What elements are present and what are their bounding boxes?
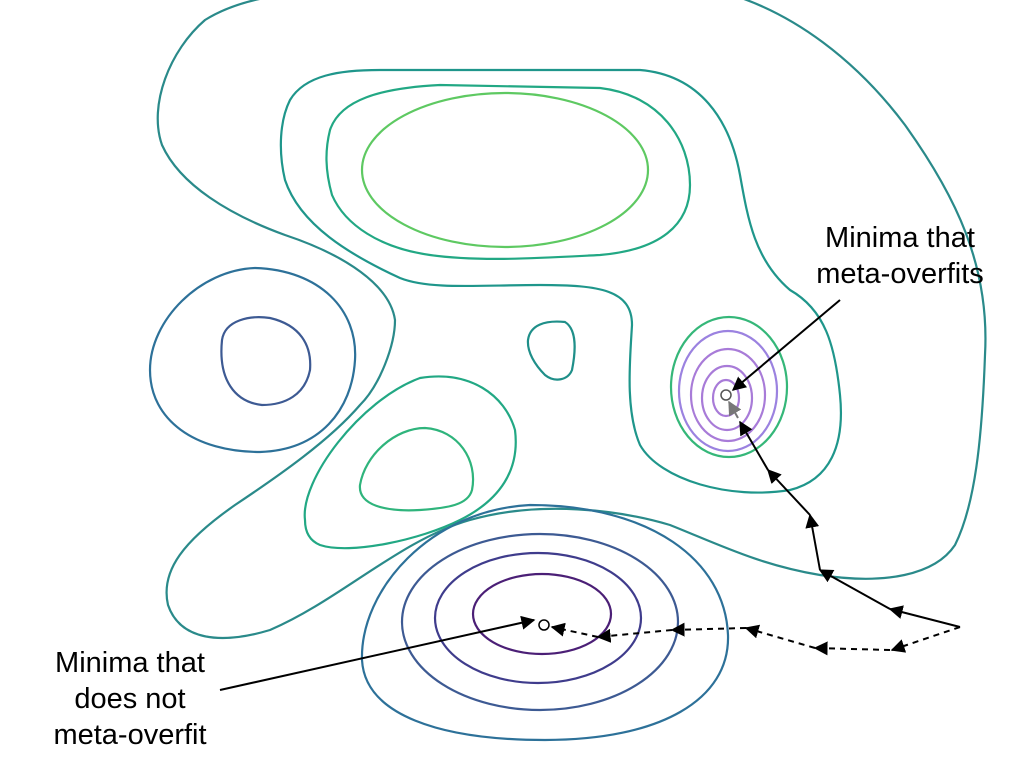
upper-contour-3 bbox=[360, 91, 650, 249]
good-label-line-1: Minima that bbox=[55, 647, 205, 679]
overfit-label-line-2: meta-overfits bbox=[816, 258, 984, 290]
overfit-minimum-label: Minima that meta-overfits bbox=[780, 220, 1010, 292]
outer-contour bbox=[156, 0, 987, 640]
dashed-step-5 bbox=[596, 628, 673, 643]
dashed-step-4 bbox=[670, 622, 747, 637]
solid-step-2 bbox=[818, 569, 891, 610]
sharp-basin-ring-3 bbox=[689, 347, 767, 443]
dashed-trajectory bbox=[550, 622, 961, 656]
sharp-basin-ring-5 bbox=[711, 378, 741, 418]
good-callout-pointer bbox=[219, 615, 536, 691]
wide-basin-ring-4 bbox=[471, 572, 613, 656]
good-label-line-3: meta-overfit bbox=[53, 719, 207, 751]
small-blob bbox=[526, 320, 576, 381]
wide-basin-ring-2 bbox=[400, 532, 680, 712]
sharp-basin-ring-2 bbox=[677, 329, 779, 453]
solid-step-1 bbox=[888, 605, 961, 628]
middle-basin-inner bbox=[358, 426, 475, 512]
good-minimum-label: Minima that does not meta-overfit bbox=[10, 645, 250, 753]
wide-basin-ring-3 bbox=[433, 551, 643, 685]
upper-contour-1 bbox=[279, 68, 842, 494]
overfit-label-line-1: Minima that bbox=[825, 222, 975, 254]
wide-basin-ring-1 bbox=[360, 503, 730, 742]
overfit-minimum-marker bbox=[720, 389, 732, 401]
overfit-callout-pointer bbox=[731, 299, 841, 391]
gray-final-step bbox=[728, 400, 742, 419]
good-minimum-marker bbox=[538, 619, 550, 631]
solid-step-5 bbox=[739, 420, 769, 471]
solid-step-4 bbox=[767, 468, 811, 516]
middle-basin-outer bbox=[303, 375, 517, 550]
dashed-step-3 bbox=[744, 624, 816, 649]
sharp-basin-ring-1 bbox=[669, 315, 789, 459]
good-label-line-2: does not bbox=[74, 683, 186, 715]
upper-contour-2 bbox=[325, 83, 692, 260]
dashed-step-1 bbox=[890, 626, 961, 653]
dashed-step-6 bbox=[550, 622, 599, 638]
solid-step-3 bbox=[805, 513, 821, 571]
left-basin-outer bbox=[148, 266, 357, 454]
sharp-basin-ring-4 bbox=[700, 364, 754, 432]
dashed-step-2 bbox=[813, 641, 891, 656]
solid-trajectory bbox=[739, 420, 961, 628]
left-basin-inner bbox=[220, 316, 312, 407]
